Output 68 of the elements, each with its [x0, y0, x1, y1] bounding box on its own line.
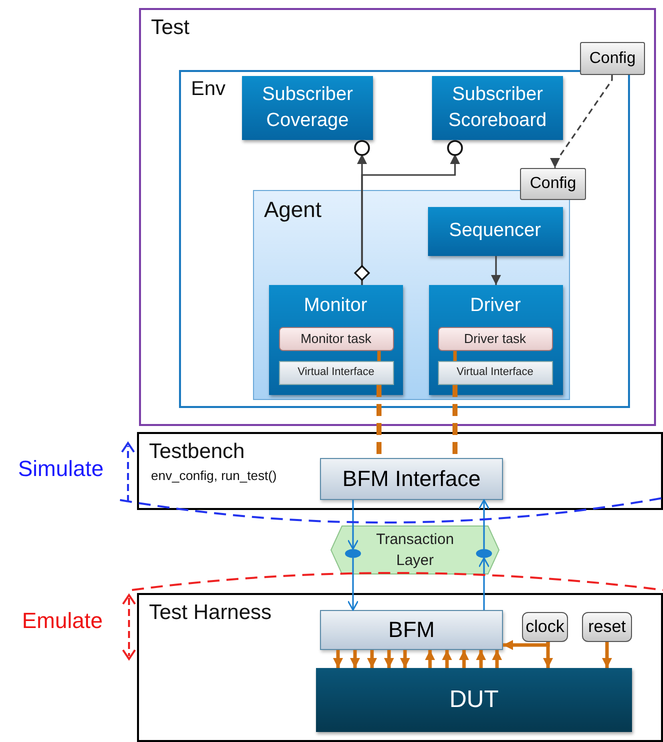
arrow [384, 650, 394, 668]
config-box [520, 168, 586, 200]
signal-box [522, 612, 568, 642]
transaction-layer-hexagon [330, 525, 500, 575]
container-box [139, 8, 656, 426]
container-box [137, 432, 663, 510]
node-label: Virtual Interface [456, 365, 534, 380]
node-label: Monitor task [300, 330, 372, 348]
node-label: Virtual Interface [298, 365, 374, 380]
node-label: BFM Interface [342, 466, 481, 492]
node-label: BFM [388, 617, 435, 643]
node-label: Subscriber Coverage [261, 83, 354, 133]
container-box [253, 190, 570, 400]
component-box [428, 206, 562, 256]
arrow [478, 557, 490, 610]
node-label: Config [530, 175, 576, 193]
box-title: Agent [264, 197, 322, 223]
arrow [459, 650, 469, 668]
node-label: reset [588, 617, 626, 637]
arrow [543, 642, 553, 668]
task-box [438, 326, 552, 350]
node-label: Transaction Layer [375, 530, 455, 571]
arrow [442, 650, 452, 668]
box-title: Test [151, 16, 190, 40]
arrow [361, 154, 460, 285]
node-label: Subscriber Scoreboard [447, 83, 548, 133]
container-box [137, 593, 663, 742]
interface-box [278, 360, 394, 384]
arrow [425, 650, 435, 668]
box-subtitle: env_config, run_test() [151, 468, 277, 483]
arrow [492, 650, 502, 668]
mode-label: Emulate [22, 608, 103, 634]
box-title: Env [191, 78, 226, 101]
bfm-box [320, 610, 503, 650]
connector-line [453, 351, 457, 361]
node-label: Monitor [304, 294, 368, 318]
arrow [347, 558, 359, 611]
arrow [350, 650, 360, 668]
task-box [278, 326, 394, 350]
arrow [367, 650, 377, 668]
arrow [333, 650, 343, 668]
node-label: Sequencer [449, 219, 541, 244]
dut-box [316, 668, 632, 732]
container-box [179, 70, 630, 408]
node-label: Config [589, 50, 636, 68]
component-box [428, 284, 562, 394]
arrow [400, 650, 410, 668]
arrow [602, 642, 612, 668]
signal-box [582, 612, 632, 642]
arrow [550, 75, 613, 168]
arrow [491, 256, 501, 285]
mode-label: Simulate [18, 456, 104, 482]
config-box [580, 42, 645, 75]
node-label: Driver task [464, 330, 526, 348]
arrow [476, 650, 486, 668]
component-box [268, 284, 402, 394]
component-box [242, 76, 373, 140]
node-label: Driver [470, 294, 521, 318]
component-box [432, 76, 563, 140]
box-title: Test Harness [149, 601, 272, 625]
connector-line [377, 351, 381, 361]
box-title: Testbench [149, 440, 245, 464]
arrow [347, 500, 359, 550]
interface-box [438, 360, 552, 384]
interface-box [320, 458, 503, 500]
arrow [478, 499, 490, 549]
node-label: DUT [449, 686, 499, 714]
node-label: clock [526, 617, 564, 637]
